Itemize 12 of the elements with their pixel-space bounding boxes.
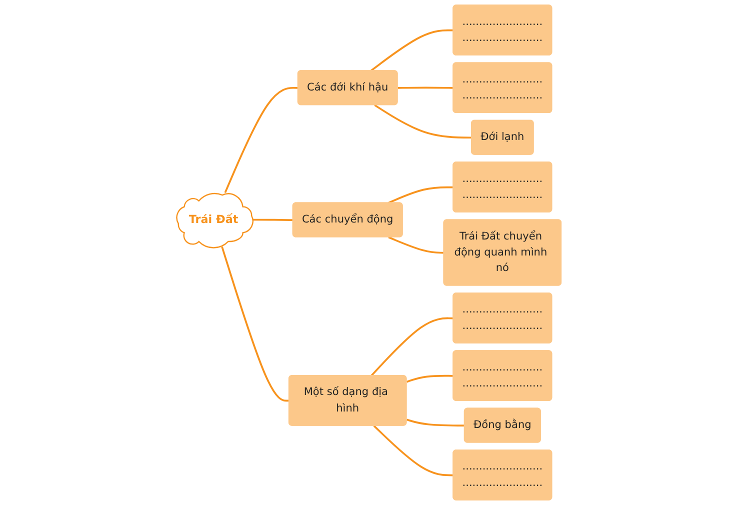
connector <box>221 246 290 402</box>
connector <box>373 425 454 476</box>
connector <box>406 418 465 426</box>
connector <box>406 374 454 383</box>
connector <box>388 236 444 254</box>
connector <box>224 86 298 194</box>
connector <box>388 186 454 204</box>
connector <box>370 317 454 376</box>
connector <box>398 86 454 89</box>
connector <box>374 104 472 139</box>
connector <box>252 218 293 221</box>
connector <box>370 29 454 72</box>
